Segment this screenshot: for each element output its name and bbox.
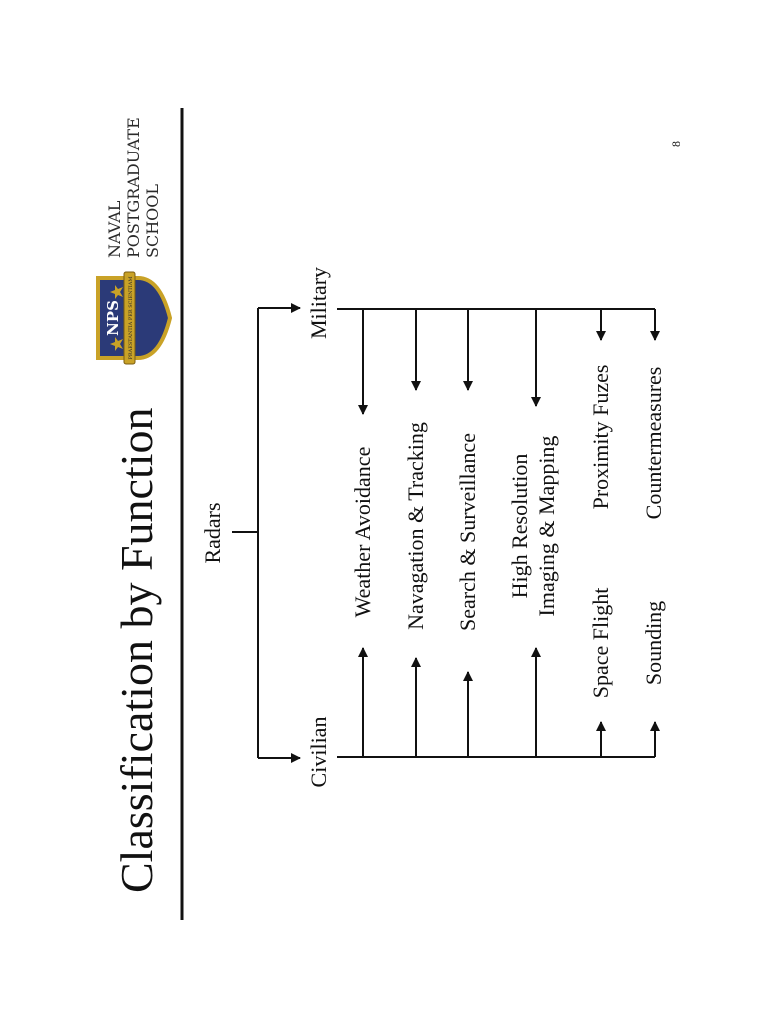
function-proximity-fuzes: Proximity Fuzes [588, 365, 613, 510]
function-weather-avoidance: Weather Avoidance [350, 447, 375, 618]
page-number: 8 [669, 141, 683, 147]
function-imaging-mapping: Imaging & Mapping [534, 436, 559, 617]
star-icon [110, 337, 123, 351]
node-radars: Radars [200, 502, 225, 563]
logo-motto: PRAESTANTIA PER SCIENTIAM [128, 276, 134, 359]
logo-banner [123, 271, 136, 365]
function-high-resolution: High Resolution [507, 454, 532, 599]
logo-name-naval: NAVAL [105, 200, 124, 258]
function-sounding: Sounding [641, 601, 666, 685]
star-icon [110, 285, 123, 299]
logo-name-postgraduate: POSTGRADUATE [124, 117, 143, 258]
logo-initials: NPS [104, 300, 122, 336]
logo-name-school: SCHOOL [143, 184, 162, 258]
function-navigation-tracking: Navagation & Tracking [403, 422, 428, 630]
node-civilian: Civilian [306, 717, 331, 788]
function-space-flight: Space Flight [588, 588, 613, 699]
slide-title: Classification by Function [111, 407, 162, 893]
nps-logo: PRAESTANTIA PER SCIENTIAM NPS [96, 271, 173, 365]
function-search-surveillance: Search & Surveillance [455, 433, 480, 631]
function-countermeasures: Countermeasures [641, 367, 666, 520]
node-military: Military [306, 267, 331, 339]
